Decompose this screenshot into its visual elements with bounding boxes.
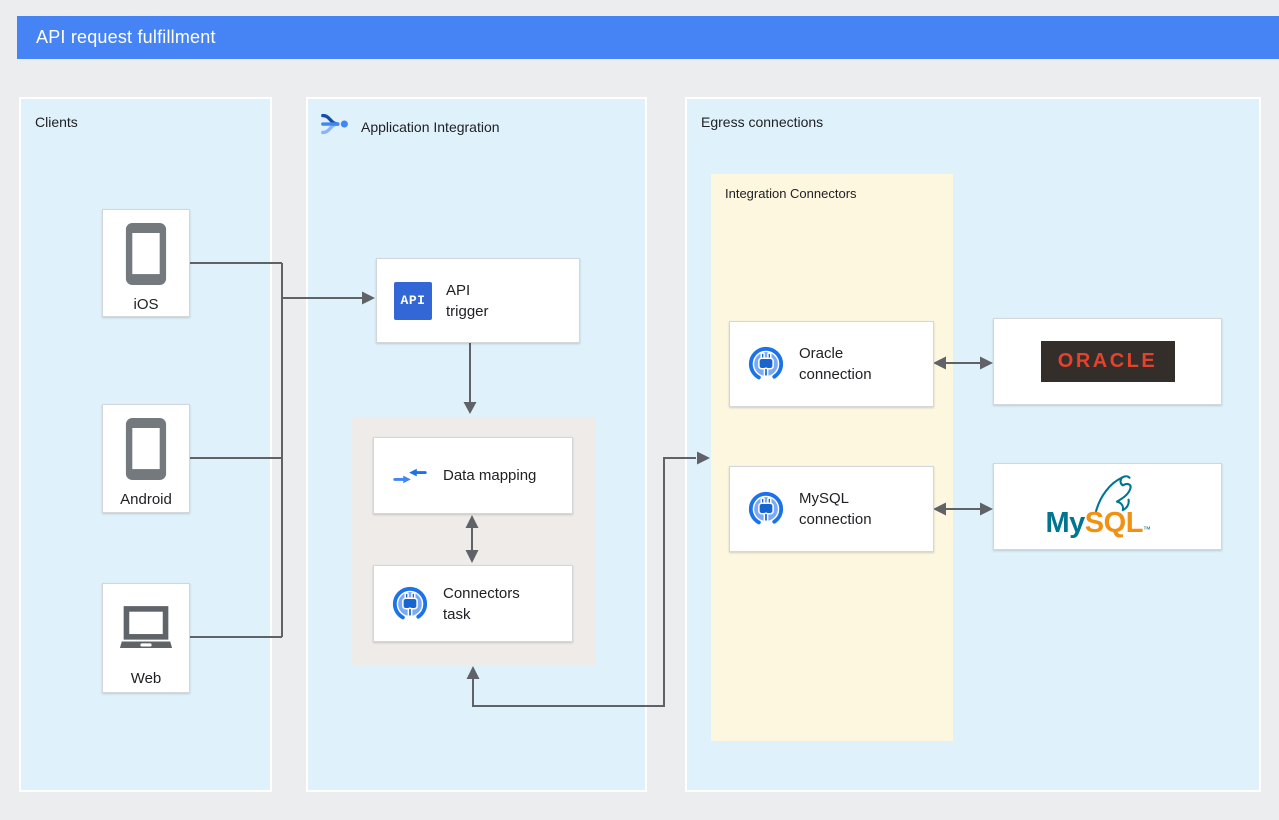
data-mapping-icon bbox=[391, 465, 429, 487]
connectors-task-node: Connectors task bbox=[373, 565, 573, 642]
application-integration-icon bbox=[320, 109, 350, 144]
clients-panel-label: Clients bbox=[35, 114, 78, 130]
egress-connections-panel-label: Egress connections bbox=[701, 114, 824, 130]
diagram-title-bar: API request fulfillment bbox=[17, 16, 1279, 59]
mysql-logo-sql: SQL bbox=[1084, 506, 1144, 539]
mysql-dolphin-icon bbox=[1094, 474, 1132, 512]
api-trigger-node: API API trigger bbox=[376, 258, 580, 343]
diagram-title: API request fulfillment bbox=[36, 27, 216, 47]
data-mapping-label: Data mapping bbox=[443, 467, 537, 484]
mysql-logo-trademark: ™ bbox=[1142, 524, 1151, 534]
data-mapping-node: Data mapping bbox=[373, 437, 573, 514]
mysql-logo-my: My bbox=[1045, 506, 1086, 539]
api-trigger-label: API trigger bbox=[446, 281, 489, 320]
android-node: Android bbox=[102, 404, 190, 513]
connectors-icon bbox=[747, 490, 785, 528]
mysql-logo: MySQL™ bbox=[1028, 474, 1188, 540]
mysql-node: MySQL™ bbox=[993, 463, 1222, 550]
connectors-task-label: Connectors task bbox=[443, 584, 520, 623]
web-node: Web bbox=[102, 583, 190, 693]
oracle-logo: ORACLE bbox=[1040, 341, 1175, 382]
application-integration-panel-label: Application Integration bbox=[361, 118, 500, 135]
integration-connectors-panel: Integration Connectors bbox=[711, 174, 953, 741]
oracle-node: ORACLE bbox=[993, 318, 1222, 405]
mysql-connection-node: MySQL connection bbox=[729, 466, 934, 552]
smartphone-icon bbox=[125, 417, 167, 481]
oracle-connection-label: Oracle connection bbox=[799, 345, 872, 383]
ios-node: iOS bbox=[102, 209, 190, 317]
mysql-logo-text: MySQL™ bbox=[1046, 507, 1151, 540]
ios-label: iOS bbox=[133, 296, 159, 313]
smartphone-icon bbox=[125, 222, 167, 286]
laptop-icon bbox=[119, 596, 173, 660]
mysql-connection-label: MySQL connection bbox=[799, 490, 872, 528]
api-trigger-icon: API bbox=[394, 281, 432, 320]
oracle-connection-node: Oracle connection bbox=[729, 321, 934, 407]
android-label: Android bbox=[120, 491, 172, 508]
connectors-icon bbox=[747, 345, 785, 383]
oracle-logo-text: ORACLE bbox=[1057, 350, 1158, 372]
web-label: Web bbox=[130, 670, 162, 687]
integration-connectors-label: Integration Connectors bbox=[725, 186, 857, 201]
connectors-icon bbox=[391, 585, 429, 623]
